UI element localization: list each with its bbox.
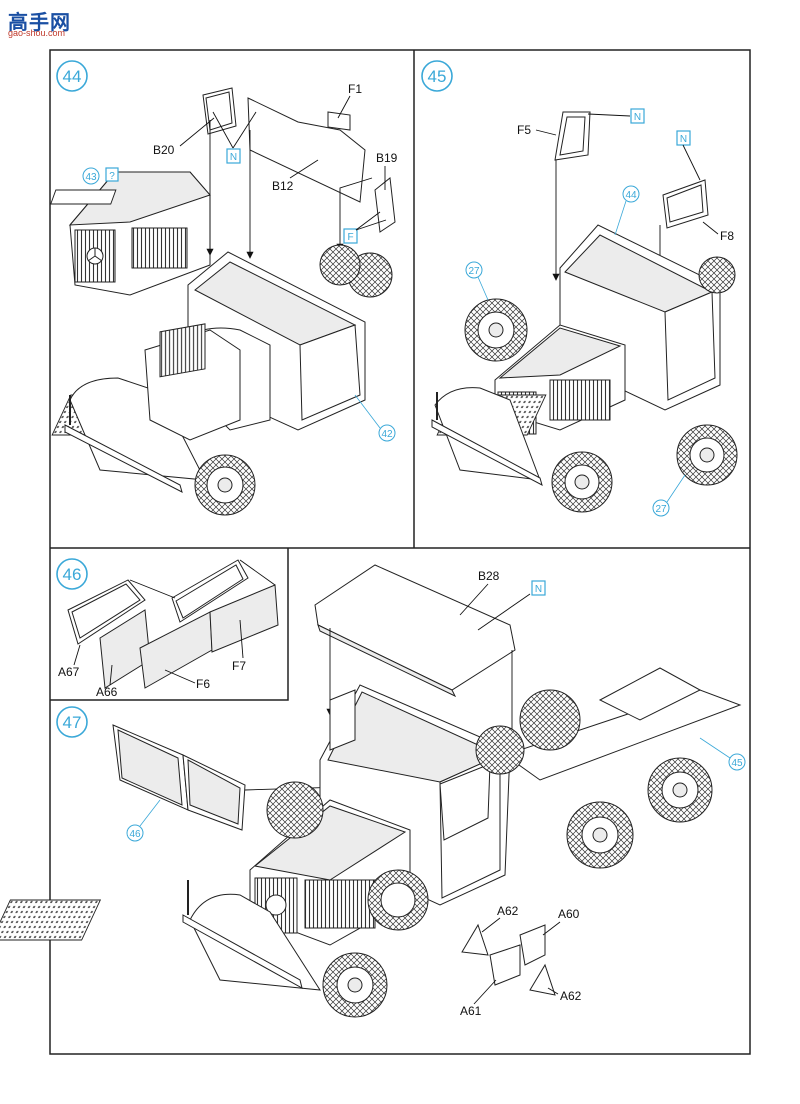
engine-hood-illustration (50, 171, 211, 296)
ref-45-circle (728, 753, 746, 771)
step-46-number: 46 (63, 565, 82, 584)
label-A62-top: A62 (497, 904, 519, 918)
label-F6: F6 (196, 677, 210, 691)
step-brackets-A60-A62 (461, 923, 556, 996)
flag-F-44-text: F (347, 232, 353, 243)
label-A66: A66 (96, 685, 118, 699)
label-A60: A60 (558, 907, 580, 921)
ref-46-circle (126, 824, 144, 842)
step-47-circle (56, 706, 88, 738)
step-46-circle (56, 558, 88, 590)
ref-43-number: 43 (85, 172, 97, 183)
step-47: 47 B28 N 46 (0, 564, 746, 1018)
step-44-number: 44 (63, 67, 82, 86)
ref-46-number: 46 (129, 829, 141, 840)
flag-F-44 (343, 228, 358, 244)
ref-42-circle (378, 424, 396, 442)
label-F8: F8 (720, 229, 734, 243)
windscreen-parts-44 (202, 87, 396, 233)
label-A67: A67 (58, 665, 80, 679)
label-A61: A61 (460, 1004, 482, 1018)
ref-27b-circle (652, 499, 670, 517)
ref-27a-circle (465, 261, 483, 279)
truck-cab-44 (51, 244, 393, 516)
step-44: 44 43 ? F1 B20 B12 B19 (50, 60, 398, 516)
step-46-frame (50, 548, 289, 701)
flag-N-45a (630, 108, 645, 124)
truck-cab-45 (431, 224, 738, 513)
ref-27b-number: 27 (655, 504, 667, 515)
step-45: 45 F5 F8 N N (421, 60, 738, 517)
label-B28: B28 (478, 569, 500, 583)
flag-N-45a-text: N (634, 112, 641, 123)
ref-43-circle (82, 167, 100, 185)
step-46: 46 A67 A66 F6 F7 (56, 558, 279, 699)
flag-N-44-text: N (230, 152, 237, 163)
label-F7: F7 (232, 659, 246, 673)
help-flag-box (105, 167, 119, 182)
watermark-logo: 高手网 gao-shou.com (8, 6, 78, 40)
step-44-circle (56, 60, 88, 92)
label-A62-bottom: A62 (560, 989, 582, 1003)
label-B20: B20 (153, 143, 175, 157)
label-F1: F1 (348, 82, 362, 96)
step-45-circle (421, 60, 453, 92)
ref-44-number: 44 (625, 190, 637, 201)
step-47-number: 47 (63, 713, 82, 732)
spare-wheel-45 (464, 298, 528, 362)
truck-assembly-47 (0, 667, 742, 1018)
watermark-title: 高手网 (8, 10, 71, 34)
label-B19: B19 (376, 151, 398, 165)
label-F5: F5 (517, 123, 531, 137)
sheet-frame (49, 49, 751, 1055)
roof-panel-B28 (314, 564, 516, 698)
flag-N-47-text: N (535, 584, 542, 595)
flag-N-47 (531, 580, 546, 596)
watermark-url: gao-shou.com (8, 28, 66, 38)
flag-N-44 (226, 148, 241, 164)
ref-42-number: 42 (381, 429, 393, 440)
side-window-assembly-47 (112, 724, 246, 831)
flag-N-45b-text: N (680, 134, 687, 145)
step-45-number: 45 (428, 67, 447, 86)
side-window-parts-46 (67, 559, 279, 689)
help-flag: ? (109, 171, 115, 182)
windscreen-parts-45 (554, 111, 709, 229)
label-B12: B12 (272, 179, 294, 193)
ref-44-circle (622, 185, 640, 203)
ref-45-number: 45 (731, 758, 743, 769)
ref-27a-number: 27 (468, 266, 480, 277)
